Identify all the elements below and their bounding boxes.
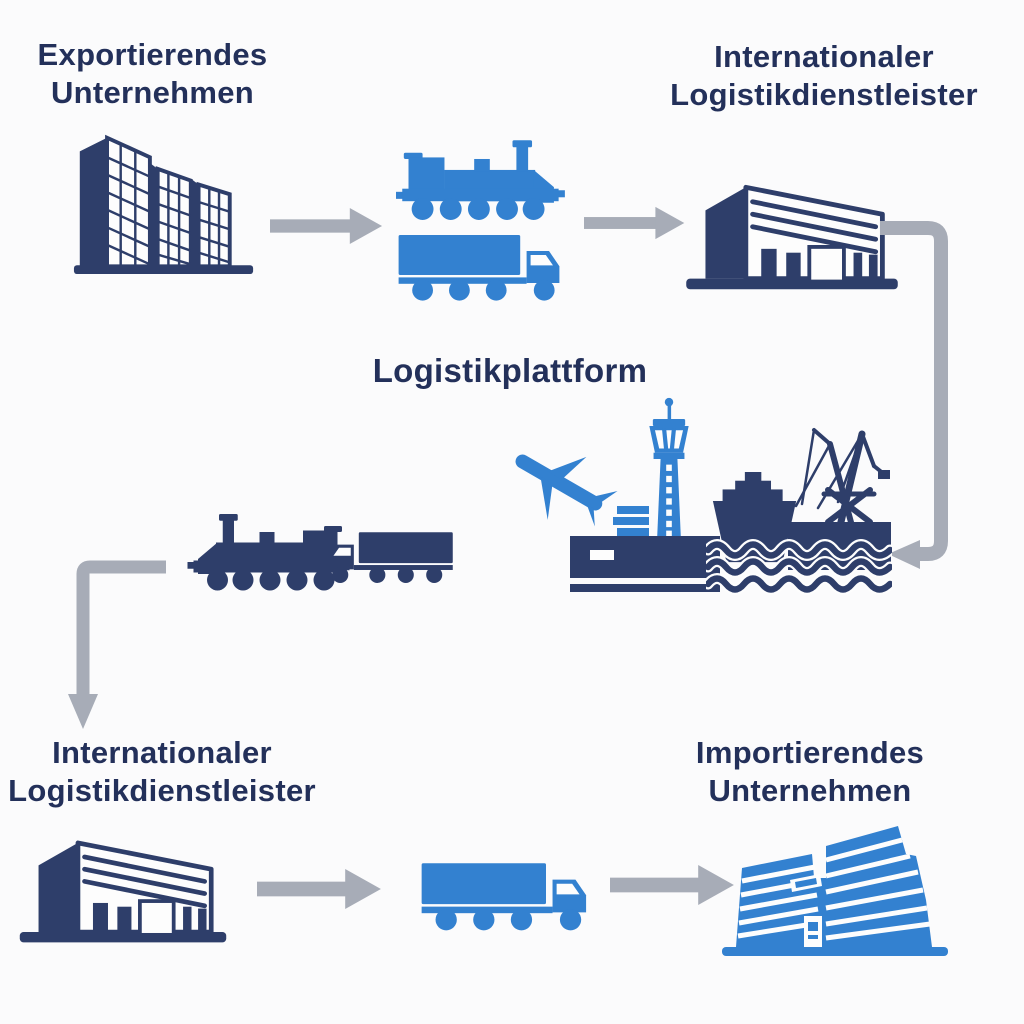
logistics-provider-top-label-line2: Logistikdienstleister — [670, 77, 978, 112]
truck-icon — [421, 863, 587, 931]
arrow-elbow-left-down-icon — [68, 560, 166, 729]
cargo-ship-icon — [712, 472, 797, 563]
container-stack-icon — [613, 506, 649, 536]
importer-label-line2: Unternehmen — [708, 773, 912, 808]
arrow-elbow-down-left-icon — [880, 221, 948, 569]
exporter-label-line1: Exportierendes — [37, 37, 268, 72]
logistics-provider-top-label-line1: Internationaler — [714, 39, 934, 74]
arrow-right-icon — [257, 869, 381, 909]
train-icon — [396, 140, 565, 220]
logistics-provider-bottom-label-line2: Logistikdienstleister — [8, 773, 316, 808]
truck-icon — [398, 235, 560, 301]
platform-label: Logistikplattform — [372, 352, 648, 389]
truck-icon — [328, 532, 453, 583]
arrow-right-icon — [610, 865, 734, 905]
exporter-label-line2: Unternehmen — [50, 75, 255, 110]
importer-label: Importierendes Unternehmen — [640, 734, 980, 810]
exporter-label: Exportierendes Unternehmen — [5, 36, 300, 112]
warehouse-icon — [686, 184, 898, 290]
arrow-right-icon — [584, 206, 685, 240]
city-buildings-icon — [722, 826, 948, 956]
harbor-crane-icon — [788, 428, 891, 570]
logistics-provider-bottom-label: Internationaler Logistikdienstleister — [0, 734, 324, 810]
airplane-icon — [515, 454, 618, 527]
warehouse-icon — [19, 840, 227, 943]
office-building-icon — [73, 134, 254, 275]
waves-icon — [706, 539, 892, 595]
importer-label-line1: Importierendes — [695, 735, 925, 770]
logistics-provider-top-label: Internationaler Logistikdienstleister — [628, 38, 1020, 114]
logistics-provider-bottom-label-line1: Internationaler — [52, 735, 272, 770]
train-icon — [187, 514, 350, 591]
arrow-right-icon — [270, 207, 383, 245]
control-tower-icon — [649, 397, 689, 540]
terminal-building-icon — [570, 536, 720, 592]
